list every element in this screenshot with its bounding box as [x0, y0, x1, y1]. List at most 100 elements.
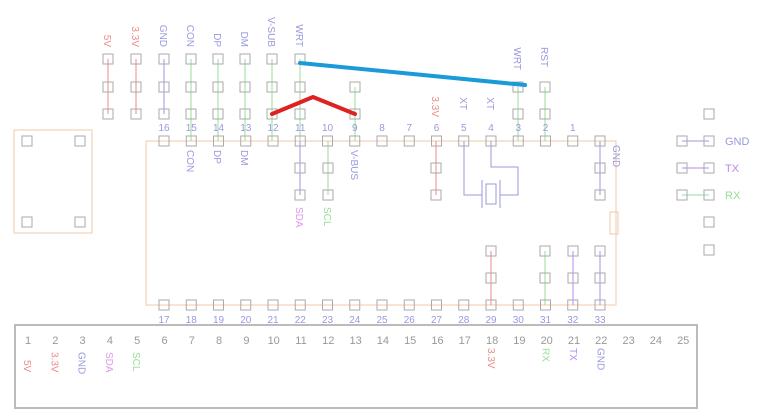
pin-number: 31 [540, 315, 552, 326]
pin-pad [485, 245, 497, 257]
pin-pad [185, 299, 197, 311]
pin-pad [431, 135, 442, 147]
pin-label: RX [540, 348, 551, 362]
pin-label: 3.3V [48, 352, 59, 373]
pin-number: 3 [515, 123, 521, 134]
pin-pad [539, 245, 551, 257]
pin-label: 3.3V [429, 96, 440, 117]
header-pin-number: 13 [349, 335, 361, 347]
header-pin-number: 11 [295, 335, 306, 347]
header-pin-number: 24 [650, 335, 662, 347]
pin-pad [130, 81, 142, 93]
pin-pad [294, 81, 306, 93]
header-pin-number: 17 [459, 335, 471, 347]
pin-number: 23 [322, 315, 334, 326]
pin-pad [458, 135, 470, 147]
pin-pad [239, 108, 251, 120]
pin-pad [594, 162, 606, 174]
pin-pad [158, 299, 170, 311]
pin-pad [212, 108, 224, 120]
pin-pad [703, 216, 715, 228]
header-pin-number: 12 [322, 335, 334, 347]
chip-notch [609, 211, 619, 235]
pin-pad [240, 135, 252, 147]
header-pin-number: 16 [431, 335, 443, 347]
pin-pad [485, 135, 497, 147]
pin-pad [512, 108, 524, 120]
pin-label: SDA [293, 207, 304, 228]
pin-pad [212, 53, 224, 65]
pin-pad [158, 53, 170, 65]
pin-pad [512, 135, 524, 147]
pin-pad [539, 272, 551, 284]
pin-pad [512, 299, 524, 311]
header-pin-number: 23 [622, 335, 634, 347]
pin-label: GND [76, 352, 87, 374]
pin-label: WRT [511, 47, 522, 70]
pin-pad [21, 135, 33, 147]
pin-number: 16 [158, 123, 170, 134]
pin-pad [539, 108, 551, 120]
pin-pad [512, 81, 524, 93]
header-pin-number: 6 [161, 335, 167, 347]
pin-label: XT [484, 97, 495, 110]
pin-pad [213, 135, 224, 147]
pin-label: V-BUS [348, 150, 359, 180]
pin-pad [266, 53, 278, 65]
pin-pad [212, 81, 224, 93]
pin-number: 25 [376, 315, 388, 326]
pin-pad [240, 299, 252, 311]
pin-number: 33 [594, 315, 606, 326]
pin-pad [130, 108, 142, 120]
pin-pad [403, 299, 415, 311]
pin-label: 3.3V [129, 26, 140, 47]
pin-pad [158, 135, 170, 147]
pin-pad [431, 299, 442, 311]
pin-label: DP [211, 33, 222, 47]
connector-label: TX [725, 163, 740, 175]
header-pin-number: 7 [189, 335, 195, 347]
pin-number: 21 [267, 315, 279, 326]
pin-pad [21, 216, 33, 228]
connector-label: RX [725, 190, 741, 202]
pin-pad [349, 299, 361, 311]
pin-label: DP [211, 150, 222, 164]
pin-label: GND [594, 348, 605, 370]
pin-pad [294, 189, 306, 201]
pin-label: 3.3V [485, 348, 496, 369]
pin-pad [458, 299, 470, 311]
pin-pad [540, 299, 551, 311]
pin-number: 6 [434, 123, 440, 134]
pin-pad [213, 299, 224, 311]
pin-pad [185, 53, 197, 65]
pin-number: 15 [186, 123, 198, 134]
pin-number: 2 [543, 123, 549, 134]
pin-label: SDA [103, 352, 114, 373]
pin-pad [74, 216, 86, 228]
pin-number: 5 [461, 123, 467, 134]
pin-label: SCL [130, 352, 141, 372]
pin-pad [676, 135, 688, 147]
pin-pad [267, 135, 279, 147]
pin-label: RST [538, 47, 549, 67]
pin-pad [102, 53, 114, 65]
pin-pad [239, 53, 251, 65]
header-pin-number: 22 [595, 335, 607, 347]
pin-pad [185, 81, 197, 93]
pin-number: 32 [567, 315, 579, 326]
pin-pad [703, 135, 715, 147]
component-outline [13, 129, 93, 234]
header-pin-number: 10 [268, 335, 280, 347]
pin-pad [185, 135, 197, 147]
pin-number: 28 [458, 315, 470, 326]
pin-pad [539, 81, 551, 93]
header-pin-number: 20 [541, 335, 553, 347]
pin-pad [349, 81, 361, 93]
pin-label: XT [457, 97, 468, 110]
pin-number: 7 [406, 123, 412, 134]
header-pin-number: 21 [568, 335, 580, 347]
header-pin-number: 9 [243, 335, 249, 347]
pin-pad [703, 244, 715, 256]
pin-number: 22 [295, 315, 307, 326]
